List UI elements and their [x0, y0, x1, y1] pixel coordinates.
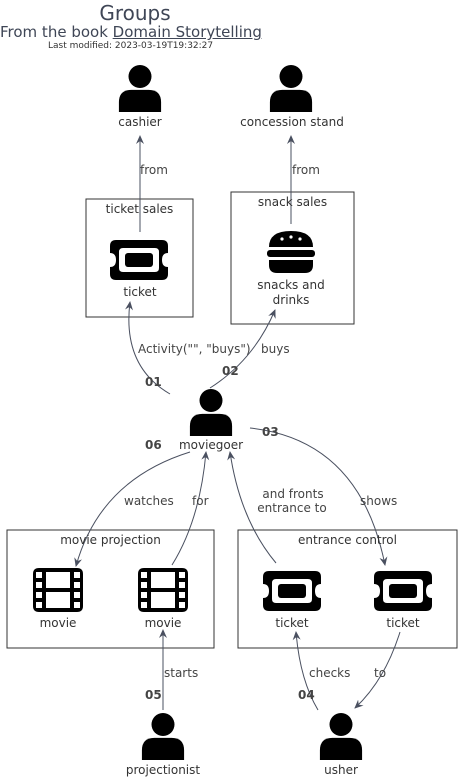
work-object-label-movie: movie — [39, 616, 77, 630]
edge-label-watches: watches — [124, 494, 174, 508]
diagram-title: Groups — [99, 1, 171, 25]
work-object-label-ticket: ticket — [386, 616, 420, 630]
group-label-movie-projection: movie projection — [60, 533, 161, 547]
edge-movie-for-moviegoer — [171, 451, 210, 566]
edge-label-buys: buys — [261, 342, 290, 356]
actor-label-concession-stand: concession stand — [240, 115, 344, 129]
edge-label-from: from — [292, 163, 320, 177]
burger-icon — [267, 231, 315, 273]
diagram-subtitle: From the book Domain Storytelling — [0, 23, 262, 41]
book-link[interactable]: Domain Storytelling — [112, 23, 262, 41]
edge-ticket-fronts-moviegoer — [227, 451, 277, 564]
edge-label-to: to — [374, 666, 387, 680]
edge-label-checks: checks — [309, 666, 351, 680]
edge-moviegoer-to-snacks — [209, 309, 276, 389]
work-object-label-ticket: ticket — [275, 616, 309, 630]
concession-stand-icon — [269, 65, 313, 112]
step-number: 06 — [145, 438, 162, 452]
actor-label-cashier: cashier — [118, 115, 162, 129]
group-label-entrance-control: entrance control — [298, 533, 397, 547]
ticket-icon — [263, 571, 321, 611]
edge-ticket-to-usher — [354, 631, 401, 709]
edge-label-starts: starts — [164, 666, 199, 680]
subtitle-prefix: From the book — [0, 23, 113, 41]
work-object-label-movie: movie — [144, 616, 182, 630]
step-number: 03 — [262, 425, 279, 439]
work-object-label-snacks-line1: snacks and — [257, 278, 325, 292]
group-entrance-control — [237, 529, 458, 649]
ticket-icon — [374, 571, 432, 611]
edge-moviegoer-to-ticket — [125, 301, 171, 395]
group-snack-sales — [230, 191, 355, 325]
step-number: 02 — [222, 364, 239, 378]
work-object-label-snacks-line2: drinks — [272, 293, 310, 307]
last-modified: Last modified: 2023-03-19T19:32:27 — [48, 41, 214, 51]
film-icon — [33, 568, 83, 612]
cashier-icon — [118, 65, 162, 112]
step-number: 04 — [298, 688, 315, 702]
film-icon — [138, 568, 188, 612]
ticket-icon — [110, 240, 168, 280]
edge-label-shows: shows — [360, 494, 398, 508]
edge-label-entrance-to: entrance to — [257, 501, 327, 515]
work-object-label-ticket: ticket — [123, 285, 157, 299]
actor-label-usher: usher — [324, 763, 358, 777]
projectionist-icon — [141, 713, 185, 760]
group-movie-projection — [6, 529, 215, 649]
edge-label-activity: Activity("", "buys") — [138, 342, 251, 356]
usher-icon — [319, 713, 363, 760]
group-label-ticket-sales: ticket sales — [105, 202, 174, 216]
moviegoer-icon — [189, 389, 233, 436]
step-number: 05 — [145, 688, 162, 702]
edge-label-from: from — [140, 163, 168, 177]
edge-moviegoer-watches-movie — [74, 451, 191, 567]
edge-usher-checks-ticket — [292, 631, 319, 711]
actor-label-projectionist: projectionist — [125, 763, 201, 777]
actor-label-moviegoer: moviegoer — [178, 438, 244, 452]
group-label-snack-sales: snack sales — [257, 195, 328, 209]
edge-label-for: for — [192, 494, 209, 508]
edge-moviegoer-shows-ticket — [249, 427, 388, 566]
step-number: 01 — [145, 375, 162, 389]
edge-label-and-fronts: and fronts — [262, 487, 324, 501]
